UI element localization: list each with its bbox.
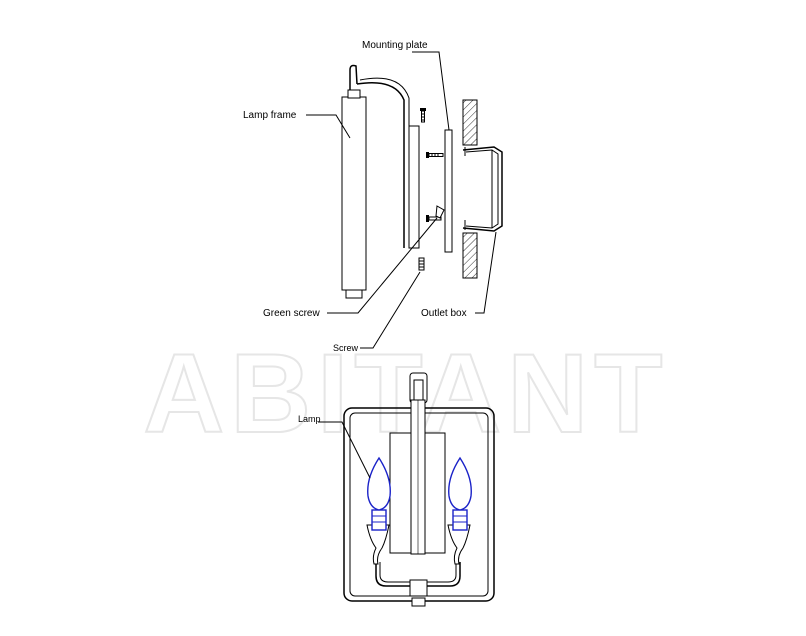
bottom-finial [409, 579, 428, 597]
leader-outlet-box [475, 231, 497, 314]
right-bulb-icon [448, 456, 472, 511]
leader-green-screw [327, 217, 438, 314]
wall-upper [462, 99, 478, 146]
right-candle [447, 456, 472, 565]
leader-lamp-frame [306, 114, 351, 139]
leader-screw [360, 271, 421, 349]
bottom-screw-icon [418, 257, 425, 271]
label-screw: Screw [333, 343, 359, 353]
side-view: Mounting plate Lamp frame Green screw Ou… [243, 40, 503, 353]
lamp-frame-arm-inner [359, 77, 410, 248]
backplate [408, 125, 420, 249]
label-green-screw: Green screw [263, 308, 320, 319]
label-lamp: Lamp [298, 414, 321, 424]
mounting-screw-upper-icon [426, 152, 444, 158]
label-mounting-plate: Mounting plate [362, 40, 428, 51]
green-screw-icon [426, 205, 445, 222]
top-screw-icon [420, 108, 426, 123]
lamp-frame-body [341, 96, 367, 291]
label-outlet-box: Outlet box [421, 308, 467, 319]
left-bulb-icon [367, 456, 391, 511]
leader-lamp [318, 421, 371, 479]
label-lamp-frame: Lamp frame [243, 110, 297, 121]
lamp-frame-hook [349, 64, 358, 90]
watermark: ABITANT [143, 331, 668, 456]
mounting-plate [444, 129, 453, 253]
left-candle [366, 456, 391, 565]
front-view: Lamp [298, 372, 495, 607]
wall-lower [462, 232, 478, 279]
lamp-frame-foot [345, 289, 363, 299]
leader-mounting-plate [412, 51, 450, 131]
lamp-frame-arm [356, 82, 405, 248]
lamp-frame-cap [347, 89, 361, 99]
outlet-box [462, 146, 503, 232]
